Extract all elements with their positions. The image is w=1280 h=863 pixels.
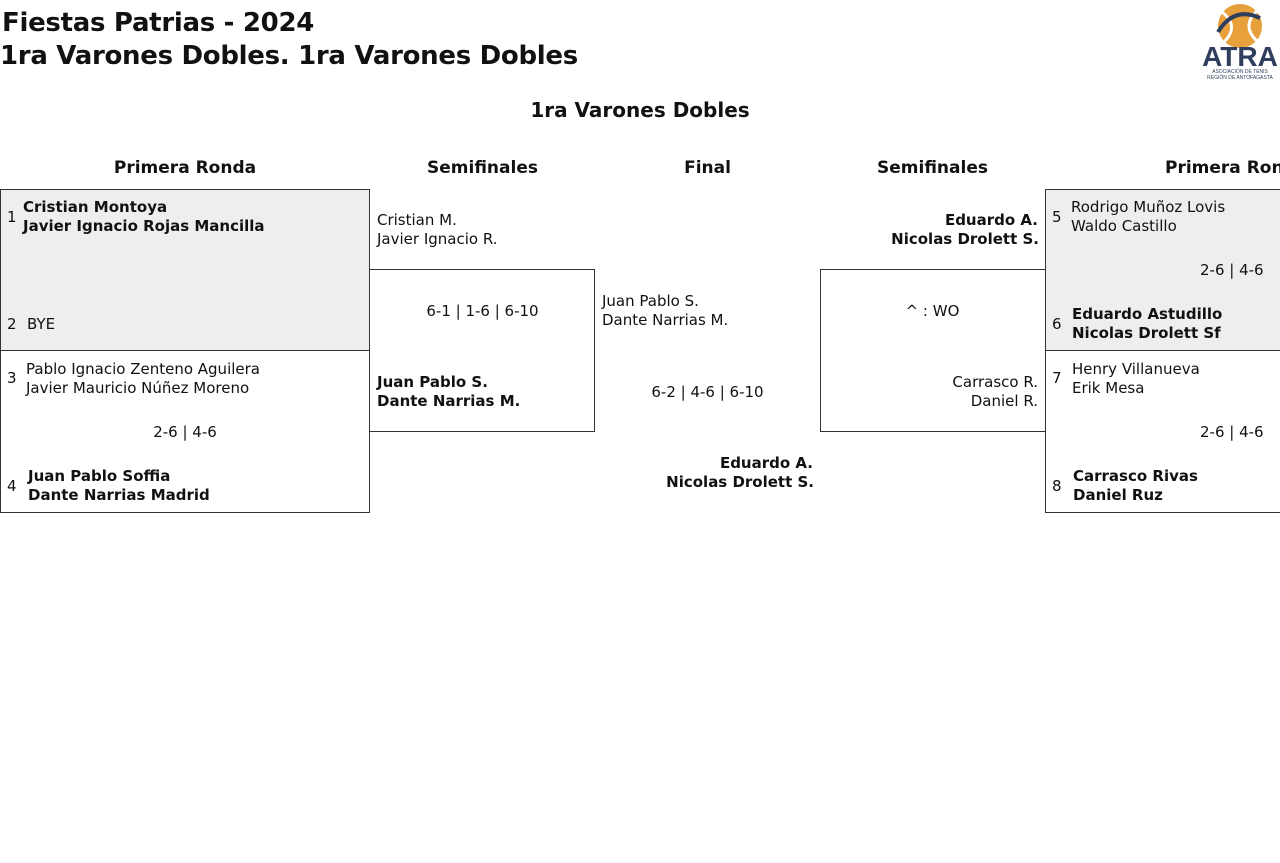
team-player[interactable]: Cristian Montoya [23, 198, 168, 216]
seed-number: 3 [7, 369, 17, 387]
bracket-title: 1ra Varones Dobles [530, 98, 750, 122]
team-player[interactable]: Erik Mesa [1072, 379, 1145, 397]
team-player[interactable]: Rodrigo Muñoz Lovis [1071, 198, 1226, 216]
team-player[interactable]: Dante Narrias M. [602, 311, 729, 329]
team-player[interactable]: Javier Mauricio Núñez Moreno [26, 379, 250, 397]
seed-number: 4 [7, 477, 17, 495]
right-match-2 [1045, 350, 1280, 513]
team-player[interactable]: Juan Pablo S. [377, 373, 488, 391]
tennis-ball-logo-icon: ATRA ASOCIACIÓN DE TENIS REGIÓN DE ANTOF… [1202, 4, 1278, 81]
team-player[interactable]: Eduardo Astudillo [1072, 305, 1223, 323]
seed-number: 1 [7, 208, 17, 226]
page-subtitle: 1ra Varones Dobles. 1ra Varones Dobles [0, 41, 578, 71]
seed-number: 6 [1052, 315, 1062, 333]
round-header-left-semi: Semifinales [427, 158, 538, 178]
match-score: 2-6 | 4-6 [153, 423, 217, 441]
team-player[interactable]: Carrasco Rivas [1073, 467, 1198, 485]
team-player[interactable]: Javier Ignacio R. [377, 230, 498, 248]
seed-number: 5 [1052, 208, 1062, 226]
seed-number: 7 [1052, 369, 1062, 387]
team-player[interactable]: Eduardo A. [944, 211, 1038, 229]
team-player[interactable]: Juan Pablo S. [602, 292, 699, 310]
svg-text:ASOCIACIÓN DE TENIS: ASOCIACIÓN DE TENIS [1212, 68, 1268, 75]
match-score: 6-1 | 1-6 | 6-10 [426, 302, 539, 320]
team-player[interactable]: Nicolas Drolett S. [666, 473, 814, 491]
left-match-1 [0, 189, 370, 351]
match-score: ^ : WO [905, 302, 960, 320]
seed-number: 8 [1052, 477, 1062, 495]
match-score: 2-6 | 4-6 [1200, 261, 1264, 279]
team-player[interactable]: Daniel R. [970, 392, 1038, 410]
team-player[interactable]: Daniel Ruz [1073, 486, 1163, 504]
seed-number: 2 [7, 315, 17, 333]
team-player[interactable]: Nicolas Drolett S. [891, 230, 1039, 248]
team-player[interactable]: Henry Villanueva [1072, 360, 1200, 378]
svg-text:ATRA: ATRA [1202, 41, 1278, 72]
round-header-left-first: Primera Ronda [113, 158, 257, 178]
round-header-final: Final [684, 158, 731, 178]
atra-logo: ATRA ASOCIACIÓN DE TENIS REGIÓN DE ANTOF… [1200, 0, 1280, 84]
match-score: 2-6 | 4-6 [1200, 423, 1264, 441]
right-semi-match [820, 269, 1046, 432]
team-player[interactable]: Nicolas Drolett Sf [1072, 324, 1221, 342]
left-semi-match [369, 269, 595, 432]
page-title: Fiestas Patrias - 2024 [2, 8, 315, 38]
team-player[interactable]: Dante Narrias Madrid [28, 486, 210, 504]
team-player[interactable]: Cristian M. [377, 211, 457, 229]
svg-text:REGIÓN DE ANTOFAGASTA: REGIÓN DE ANTOFAGASTA [1207, 74, 1273, 81]
team-player[interactable]: Waldo Castillo [1071, 217, 1177, 235]
round-header-right-semi: Semifinales [877, 158, 988, 178]
right-match-1 [1045, 189, 1280, 351]
team-player[interactable]: Carrasco R. [952, 373, 1038, 391]
team-player[interactable]: Juan Pablo Soffia [28, 467, 171, 485]
team-player[interactable]: Pablo Ignacio Zenteno Aguilera [26, 360, 260, 378]
team-player[interactable]: Javier Ignacio Rojas Mancilla [23, 217, 265, 235]
match-score: 6-2 | 4-6 | 6-10 [651, 383, 764, 401]
team-player[interactable]: Dante Narrias M. [377, 392, 521, 410]
round-header-right-first: Primera Ronda [1165, 158, 1280, 178]
bye-label: BYE [27, 315, 56, 333]
team-player[interactable]: Eduardo A. [719, 454, 813, 472]
